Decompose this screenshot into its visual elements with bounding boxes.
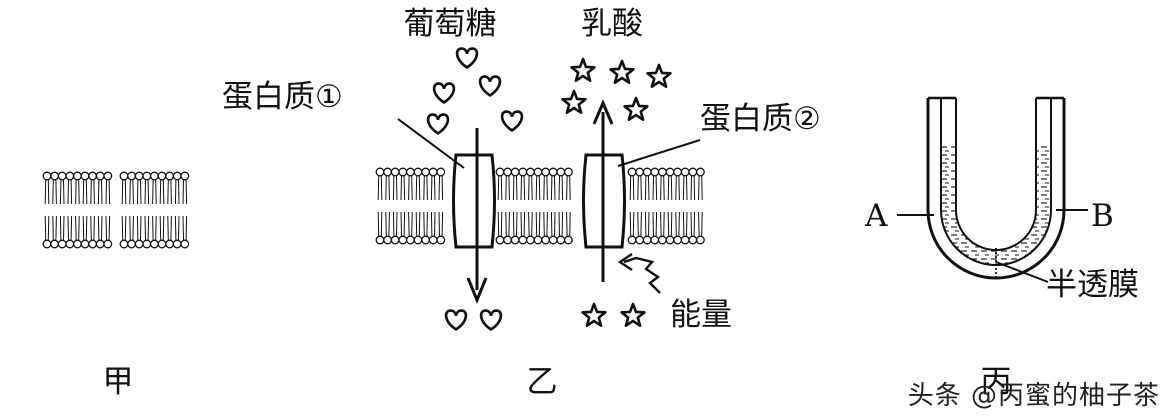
phospholipid-pair (72, 171, 82, 249)
phospholipid-pair (88, 171, 98, 249)
phospholipid-pair (42, 171, 52, 249)
energy-arrow (617, 253, 661, 294)
energy-label: 能量 (670, 297, 732, 333)
protein-2-label: 蛋白质② (700, 101, 821, 137)
phospholipid-bilayer-jia (42, 171, 190, 249)
phospholipid-pair (165, 171, 175, 249)
phospholipid-pair (103, 171, 113, 249)
glucose-molecule (478, 75, 502, 98)
watermark: 头条 @丙蜜的柚子茶 (907, 381, 1160, 411)
glucose-molecule (432, 82, 456, 105)
label-a: A (864, 198, 888, 234)
phospholipid-pair (375, 167, 385, 245)
phospholipid-pair (180, 171, 190, 249)
membrane-label: 半透膜 (1046, 267, 1139, 303)
protein-2-leader (617, 139, 701, 167)
phospholipid-bilayer-yi (375, 167, 705, 245)
glucose-arrow (466, 128, 488, 304)
membrane-leader (995, 261, 1049, 283)
protein-1-leader (397, 118, 465, 169)
glucose-molecules (426, 47, 524, 332)
caption-yi: 乙 (527, 364, 558, 400)
phospholipid-pair (119, 171, 129, 249)
phospholipid-pair (421, 167, 431, 245)
lactate-molecule (561, 89, 587, 114)
phospholipid-pair (436, 167, 446, 245)
phospholipid-pair (428, 167, 438, 245)
phospholipid-pair (680, 167, 690, 245)
phospholipid-pair (548, 167, 558, 245)
phospholipid-pair (695, 167, 705, 245)
glucose-label: 葡萄糖 (404, 6, 497, 42)
glucose-molecule (444, 309, 468, 332)
lactate-label: 乳酸 (581, 6, 643, 42)
glucose-molecule (426, 113, 450, 136)
phospholipid-pair (142, 171, 152, 249)
u-tube: A B 半透膜 (864, 96, 1139, 303)
phospholipid-pair (50, 171, 60, 249)
phospholipid-pair (127, 171, 137, 249)
phospholipid-pair (80, 171, 90, 249)
lactate-molecule (646, 63, 672, 88)
phospholipid-pair (57, 171, 67, 249)
phospholipid-pair (405, 167, 415, 245)
phospholipid-pair (157, 171, 167, 249)
phospholipid-pair (413, 167, 423, 245)
phospholipid-pair (149, 171, 159, 249)
phospholipid-pair (657, 167, 667, 245)
u-tube-core-wall (955, 98, 1037, 251)
phospholipid-pair (642, 167, 652, 245)
glucose-molecule (455, 47, 479, 70)
phospholipid-pair (665, 167, 675, 245)
phospholipid-pair (510, 167, 520, 245)
phospholipid-pair (383, 167, 393, 245)
phospholipid-pair (541, 167, 551, 245)
phospholipid-pair (688, 167, 698, 245)
lactate-molecule (570, 57, 596, 82)
phospholipid-pair (390, 167, 400, 245)
phospholipid-pair (533, 167, 543, 245)
lactate-arrow (592, 99, 614, 282)
phospholipid-pair (95, 171, 105, 249)
glucose-molecule (479, 309, 503, 332)
phospholipid-pair (556, 167, 566, 245)
phospholipid-pair (518, 167, 528, 245)
caption-jia: 甲 (103, 364, 134, 400)
phospholipid-pair (635, 167, 645, 245)
phospholipid-pair (563, 167, 573, 245)
phospholipid-pair (650, 167, 660, 245)
phospholipid-pair (503, 167, 513, 245)
caption-bing: 丙 (981, 364, 1012, 400)
label-b: B (1091, 198, 1114, 234)
phospholipid-pair (65, 171, 75, 249)
phospholipid-pair (673, 167, 683, 245)
protein-1-channel (452, 153, 496, 249)
phospholipid-pair (398, 167, 408, 245)
phospholipid-pair (134, 171, 144, 249)
panel-yi: 葡萄糖 乳酸 蛋白质① 蛋白质② 能量 (222, 6, 821, 333)
phospholipid-pair (525, 167, 535, 245)
protein-1-label: 蛋白质① (222, 79, 343, 115)
lactate-molecule (623, 96, 649, 121)
lactate-molecule (609, 59, 635, 84)
lactate-molecule (620, 302, 646, 328)
lactate-molecule (581, 302, 607, 328)
lactate-molecules (561, 57, 672, 328)
phospholipid-pair (495, 167, 505, 245)
phospholipid-pair (172, 171, 182, 249)
glucose-molecule (500, 110, 524, 133)
phospholipid-pair (627, 167, 637, 245)
